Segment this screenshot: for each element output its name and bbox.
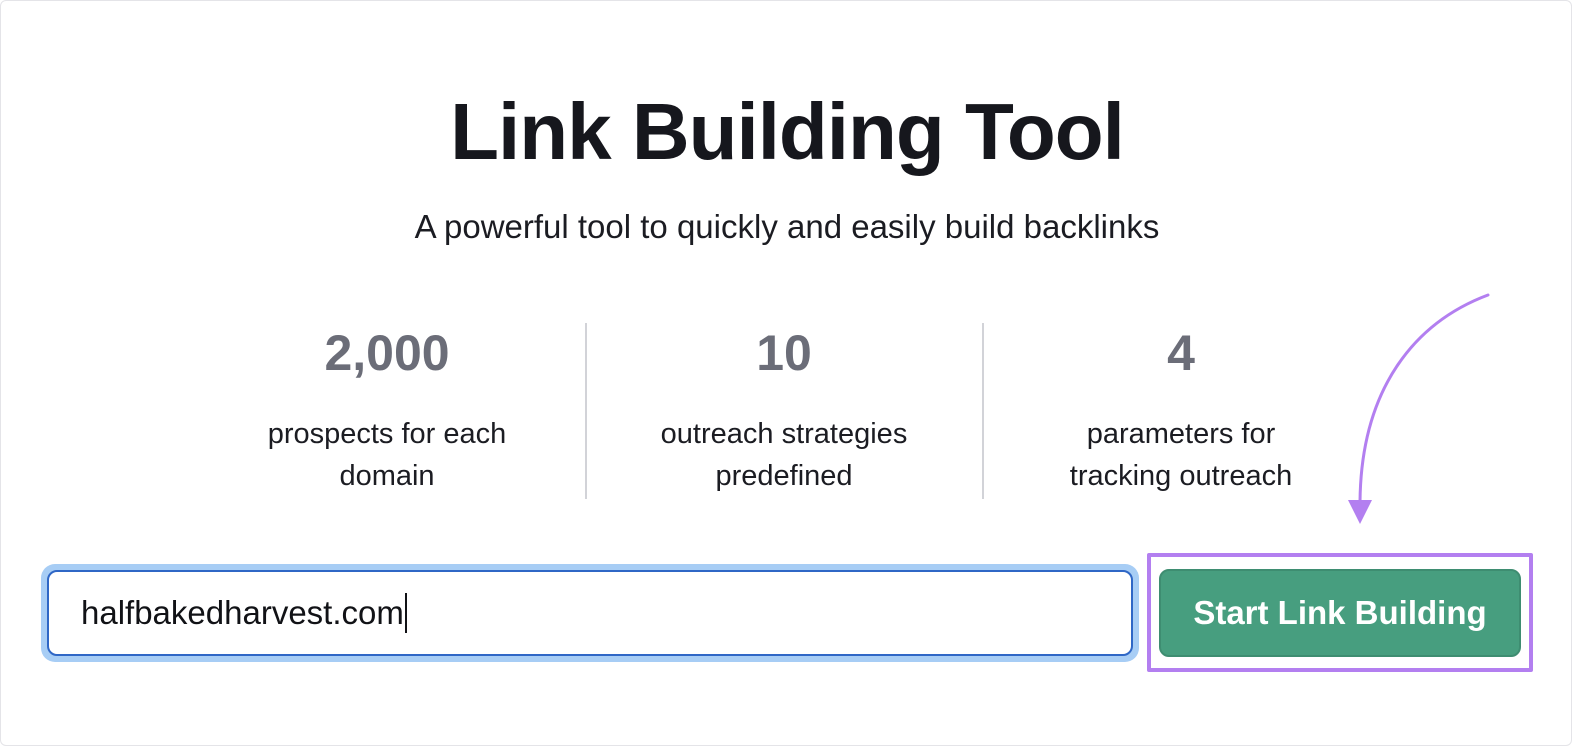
stat-label-line: domain bbox=[339, 460, 435, 492]
stat-label-line: parameters for bbox=[1086, 418, 1276, 450]
domain-input-focus-ring: halfbakedharvest.com bbox=[41, 564, 1139, 662]
page-subtitle: A powerful tool to quickly and easily bu… bbox=[414, 208, 1160, 245]
stat-strategies: 10 outreach strategies predefined bbox=[586, 323, 982, 497]
stat-prospects: 2,000 prospects for each domain bbox=[189, 323, 585, 497]
stat-label: parameters for tracking outreach bbox=[983, 413, 1379, 497]
stat-label-line: predefined bbox=[715, 460, 853, 492]
stat-label-line: prospects for each bbox=[267, 418, 507, 450]
stat-divider bbox=[585, 323, 587, 499]
text-caret bbox=[404, 593, 407, 633]
start-link-building-button[interactable]: Start Link Building bbox=[1159, 569, 1521, 657]
curved-arrow-icon bbox=[1348, 293, 1490, 524]
stat-label-line: tracking outreach bbox=[1069, 460, 1293, 492]
stat-value: 2,000 bbox=[324, 325, 450, 381]
page-title: Link Building Tool bbox=[450, 87, 1125, 176]
stat-label: prospects for each domain bbox=[189, 413, 585, 497]
stat-parameters: 4 parameters for tracking outreach bbox=[983, 323, 1379, 497]
button-highlight-box bbox=[1147, 553, 1533, 672]
domain-input[interactable]: halfbakedharvest.com bbox=[47, 570, 1133, 656]
stat-label: outreach strategies predefined bbox=[586, 413, 982, 497]
stat-label-line: outreach strategies bbox=[660, 418, 908, 450]
stat-value: 10 bbox=[756, 325, 812, 381]
domain-input-value: halfbakedharvest.com bbox=[81, 594, 404, 631]
stat-value: 4 bbox=[1167, 325, 1195, 381]
stat-divider bbox=[982, 323, 984, 499]
